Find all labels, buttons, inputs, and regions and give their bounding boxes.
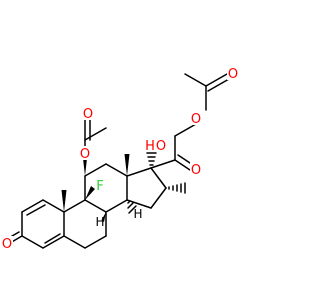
hash-c17-hydroxy	[146, 152, 157, 166]
ring-a	[6, 199, 65, 249]
atom-fluorine: F	[96, 179, 103, 194]
atom-o-ketone20: O	[191, 163, 201, 178]
atom-h-stereo-8: H	[95, 215, 104, 229]
bond-acyl21-methyl	[184, 73, 207, 87]
bond-c17-c13	[126, 167, 152, 177]
ring-d	[126, 167, 167, 209]
wedge-c9-fluorine	[85, 186, 95, 200]
atom-o-ketone3: O	[2, 237, 12, 252]
bond-c3-c4	[21, 235, 44, 249]
bond-c20-o	[174, 159, 191, 171]
ring-b	[63, 199, 107, 249]
bond-acyl11-methyl	[84, 127, 107, 141]
bond-c21-o	[174, 123, 197, 137]
atom-h-stereo-14: H	[133, 207, 142, 221]
atom-o-acyl21: O	[228, 67, 238, 82]
bond-c14-c15	[126, 199, 152, 209]
atom-o-ester11: O	[80, 147, 90, 162]
atom-h-hydroxy: H	[145, 139, 155, 154]
structure-diagram: O O O F O O O H O H H	[1, 66, 239, 252]
wedge-c10-methyl	[61, 190, 67, 212]
atom-labels: O O O F O O O H O H H	[1, 66, 239, 252]
atom-o-ester21: O	[191, 112, 201, 127]
bond-c8-c9	[84, 199, 107, 213]
hash-c16-methyl	[168, 182, 186, 194]
bond-c1-c2-double	[26, 204, 46, 216]
ring-c	[84, 163, 128, 213]
atom-o-hydroxy: O	[156, 139, 166, 154]
bond-c6-c7	[84, 235, 107, 249]
wedge-c13-methyl	[124, 154, 130, 176]
molecule-canvas: O O O F O O O H O H H	[1, 66, 239, 252]
wedge-c8-h	[101, 212, 106, 222]
hash-c14-h	[127, 200, 137, 214]
bond-c9-c10	[63, 199, 86, 213]
bond-c12-c13	[105, 163, 128, 177]
bond-c14-c8	[105, 199, 128, 213]
bond-c10-c1	[42, 199, 65, 213]
bond-c16-c17	[150, 167, 167, 189]
bond-c15-c16	[150, 187, 167, 209]
bond-c17-c20	[150, 159, 176, 169]
bond-c11-c12	[84, 163, 107, 177]
bond-c1-c2-single	[21, 199, 44, 213]
atom-o-acyl11: O	[83, 107, 93, 122]
bond-c5-c6	[63, 235, 86, 249]
bond-c4-c5-double	[44, 233, 61, 244]
bond-c4-c5	[42, 235, 65, 249]
bond-acyl21-carbonyl-double	[207, 78, 230, 92]
bond-acyl21-carbonyl	[205, 73, 228, 87]
